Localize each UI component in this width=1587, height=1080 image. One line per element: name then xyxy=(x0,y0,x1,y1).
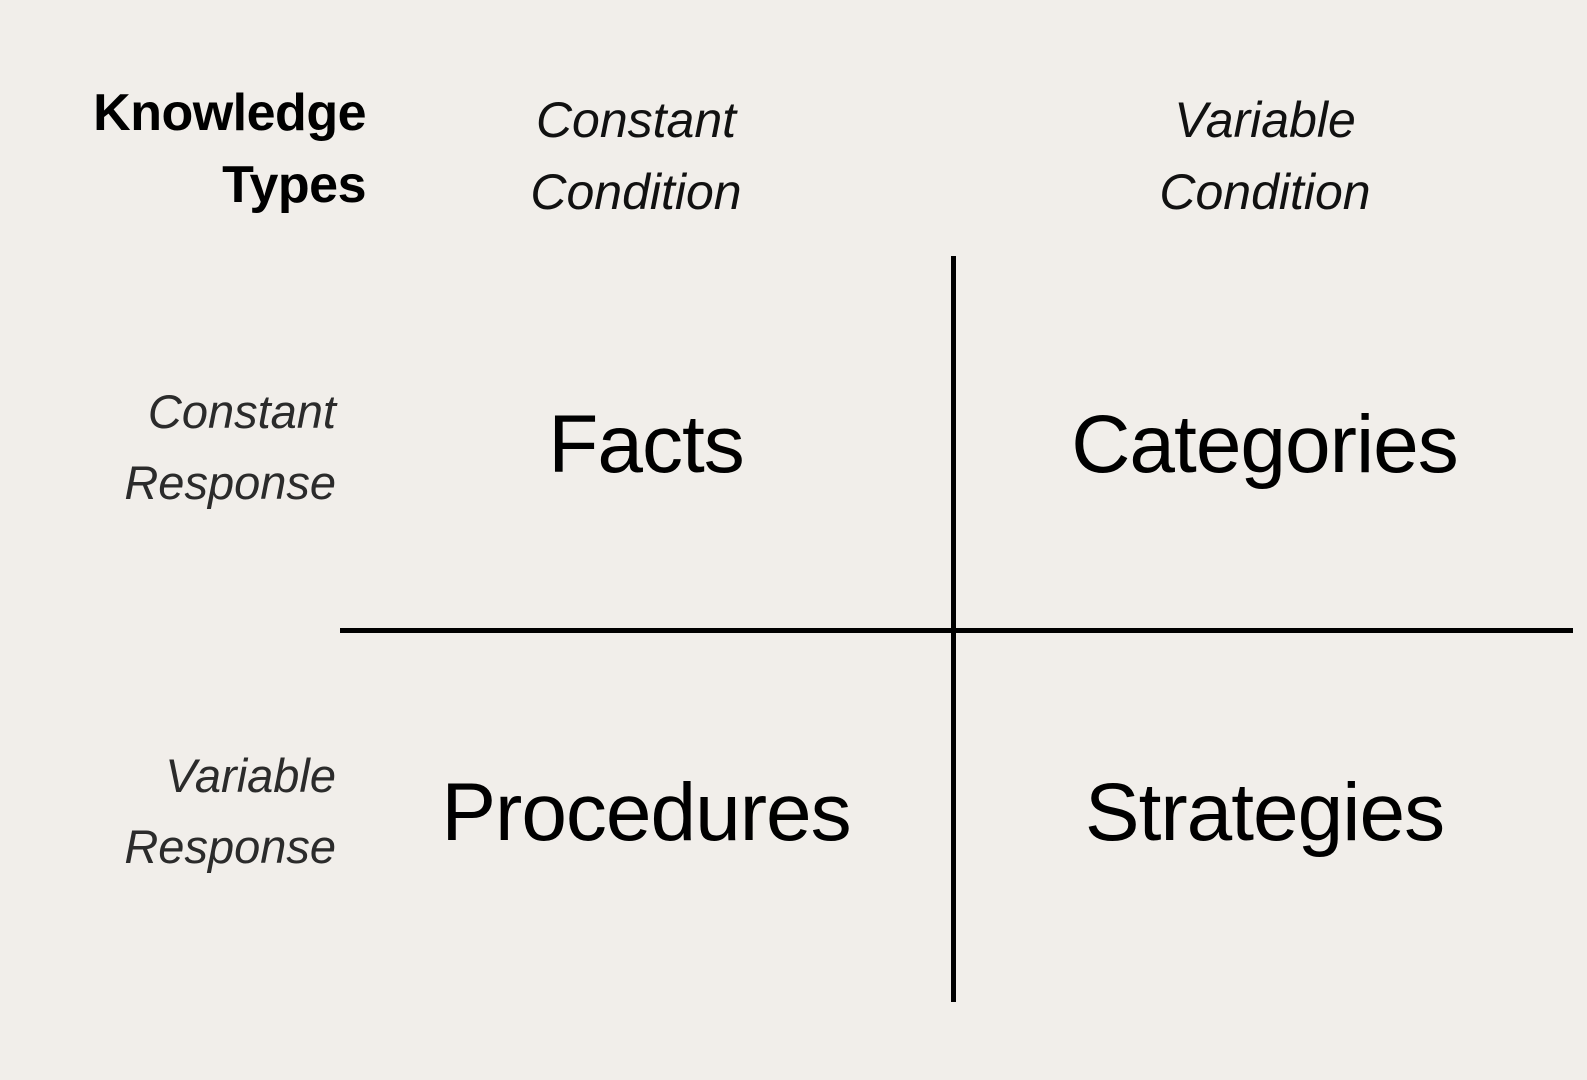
row-header-constant-response: Constant Response xyxy=(0,376,336,519)
row-header-variable-response-line-1: Variable xyxy=(165,749,336,802)
column-header-constant-condition-line-1: Constant xyxy=(535,92,737,148)
row-header-constant-response-line-1: Constant xyxy=(147,385,336,438)
column-header-constant-condition-line-2: Condition xyxy=(530,164,742,220)
page-title: Knowledge Types xyxy=(20,78,366,222)
cell-strategies: Strategies xyxy=(1084,767,1445,858)
cell-categories: Categories xyxy=(1071,399,1459,490)
column-header-variable-condition-line-2: Condition xyxy=(1159,164,1371,220)
row-header-constant-response-line-2: Response xyxy=(124,456,336,510)
column-header-constant-condition: Constant Condition xyxy=(386,84,886,228)
row-header-variable-response-line-2: Response xyxy=(124,820,336,874)
column-header-variable-condition: Variable Condition xyxy=(1015,84,1515,228)
cell-procedures: Procedures xyxy=(441,767,851,858)
page-title-line-2: Types xyxy=(222,155,366,214)
horizontal-divider-line xyxy=(340,628,1573,633)
column-header-variable-condition-line-1: Variable xyxy=(1174,92,1356,148)
row-header-variable-response: Variable Response xyxy=(0,740,336,883)
page-title-line-1: Knowledge xyxy=(93,84,366,142)
cell-facts: Facts xyxy=(548,399,744,490)
